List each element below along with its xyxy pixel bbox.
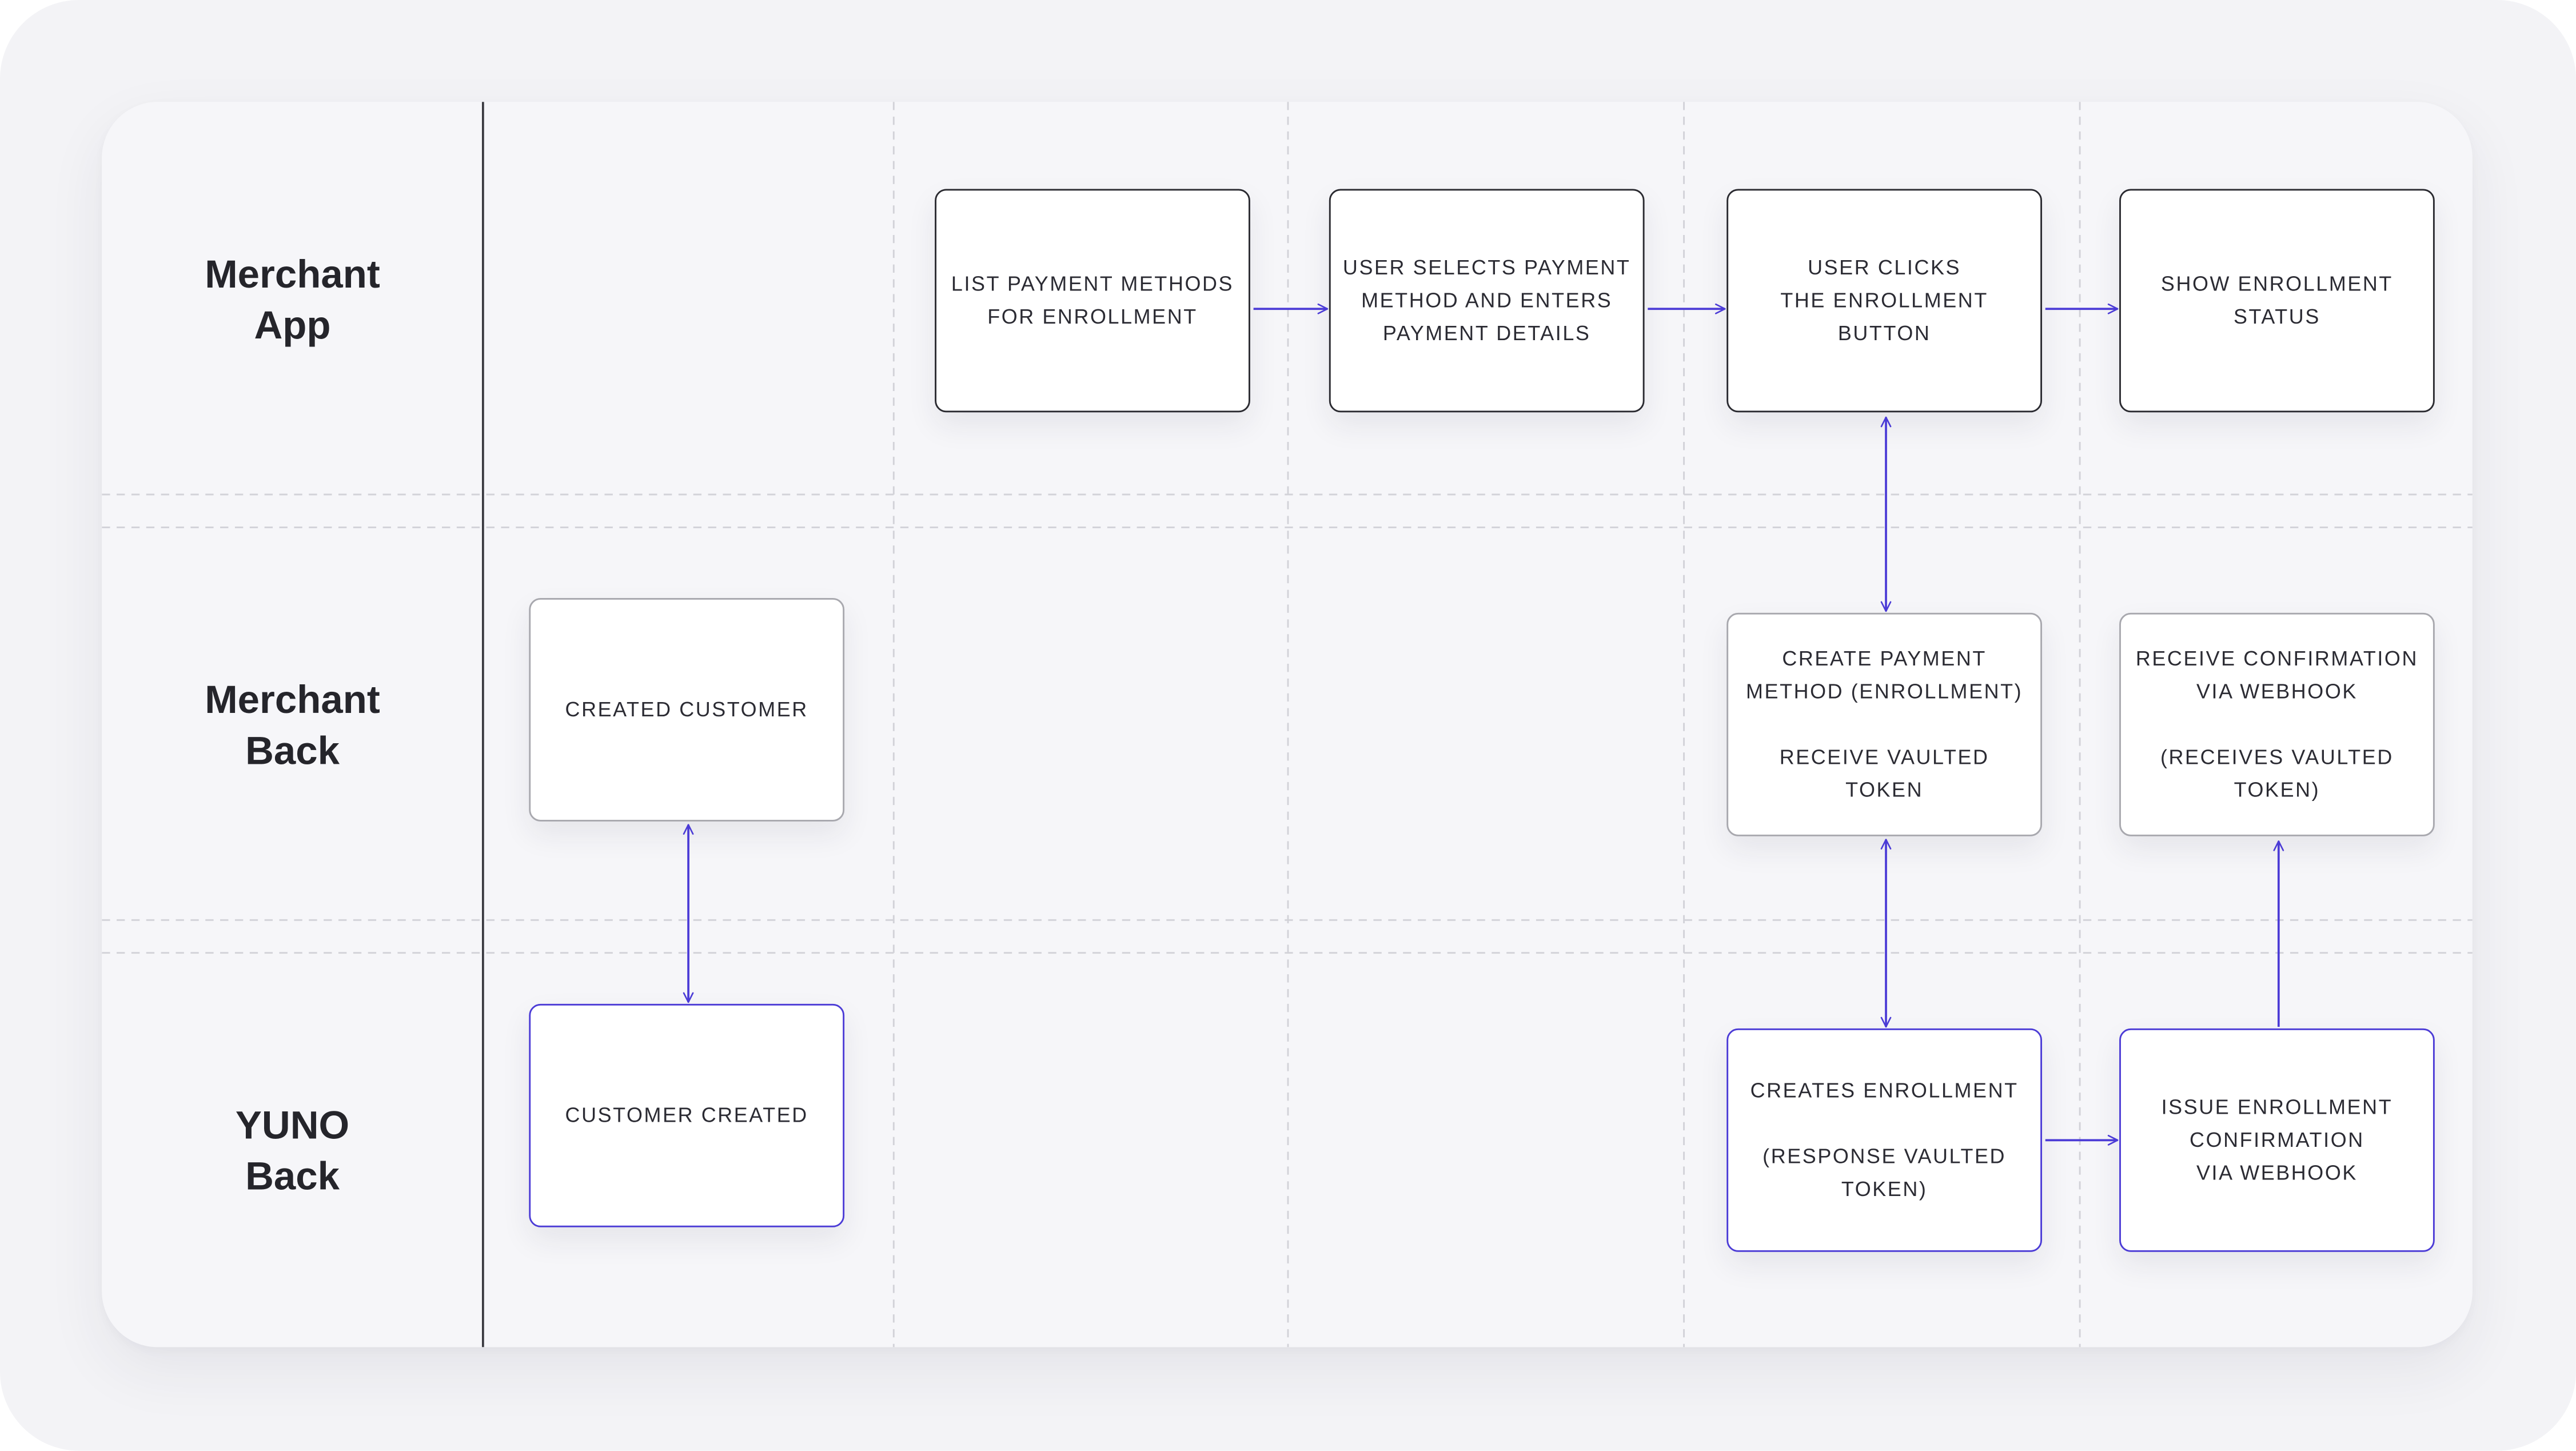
lane-label-yuno-back: YUNO Back (102, 1101, 483, 1202)
node-text-line: TOKEN) (2234, 779, 2320, 802)
node-text-line: METHOD AND ENTERS (1361, 289, 1613, 313)
node-text-line: METHOD (ENROLLMENT) (1746, 680, 2023, 703)
lane-label-merchant-back: Merchant Back (102, 675, 483, 777)
node-list-payment-methods[interactable]: LIST PAYMENT METHODS FOR ENROLLMENT (935, 189, 1250, 413)
node-text-line: CONFIRMATION (2190, 1129, 2364, 1152)
node-text-line: TOKEN) (1841, 1178, 1928, 1201)
node-show-enrollment-status[interactable]: SHOW ENROLLMENT STATUS (2119, 189, 2435, 413)
node-text-line: USER CLICKS (1808, 256, 1961, 280)
node-user-clicks-enrollment[interactable]: USER CLICKS THE ENROLLMENT BUTTON (1726, 189, 2043, 413)
node-create-payment-method[interactable]: CREATE PAYMENT METHOD (ENROLLMENT) RECEI… (1726, 612, 2043, 836)
node-text-line: THE ENROLLMENT (1780, 289, 1988, 313)
node-text-line: RECEIVE VAULTED (1779, 746, 1989, 769)
node-text-line: CREATED CUSTOMER (565, 698, 808, 721)
node-text-line: RECEIVE CONFIRMATION (2135, 647, 2418, 671)
node-receive-confirmation[interactable]: RECEIVE CONFIRMATION VIA WEBHOOK (RECEIV… (2119, 612, 2435, 836)
node-text-line: PAYMENT DETAILS (1382, 322, 1591, 345)
lane-label-line: Back (245, 1155, 340, 1199)
node-text-line: ISSUE ENROLLMENT (2161, 1095, 2393, 1119)
node-text-line: CUSTOMER CREATED (565, 1104, 808, 1127)
lane-label-line: Merchant (205, 678, 380, 723)
lane-label-line: Merchant (205, 253, 380, 298)
node-created-customer[interactable]: CREATED CUSTOMER (529, 598, 845, 822)
lane-label-merchant-app: Merchant App (102, 250, 483, 352)
node-text-line: VIA WEBHOOK (2196, 1161, 2358, 1185)
node-text-line: TOKEN (1845, 779, 1924, 802)
node-text-line: CREATES ENROLLMENT (1750, 1079, 2019, 1103)
node-user-selects-payment[interactable]: USER SELECTS PAYMENT METHOD AND ENTERS P… (1329, 189, 1645, 413)
node-text-line: FOR ENROLLMENT (987, 305, 1198, 329)
node-creates-enrollment[interactable]: CREATES ENROLLMENT (RESPONSE VAULTED TOK… (1726, 1028, 2043, 1252)
node-issue-enrollment-confirmation[interactable]: ISSUE ENROLLMENT CONFIRMATION VIA WEBHOO… (2119, 1028, 2435, 1252)
node-text-line: BUTTON (1837, 322, 1931, 345)
lane-label-line: Back (245, 729, 340, 774)
node-customer-created[interactable]: CUSTOMER CREATED (529, 1003, 845, 1227)
node-text-line: VIA WEBHOOK (2196, 680, 2358, 703)
lane-label-line: YUNO (235, 1104, 350, 1149)
node-text-line: (RECEIVES VAULTED (2160, 746, 2394, 769)
node-text-line: STATUS (2233, 305, 2320, 329)
node-text-line: (RESPONSE VAULTED (1762, 1145, 2007, 1169)
node-text-line: SHOW ENROLLMENT (2160, 273, 2393, 296)
node-text-line: CREATE PAYMENT (1782, 647, 1987, 671)
node-text-line: LIST PAYMENT METHODS (951, 273, 1234, 296)
node-text-line: USER SELECTS PAYMENT (1342, 256, 1631, 280)
lane-label-line: App (254, 304, 331, 349)
